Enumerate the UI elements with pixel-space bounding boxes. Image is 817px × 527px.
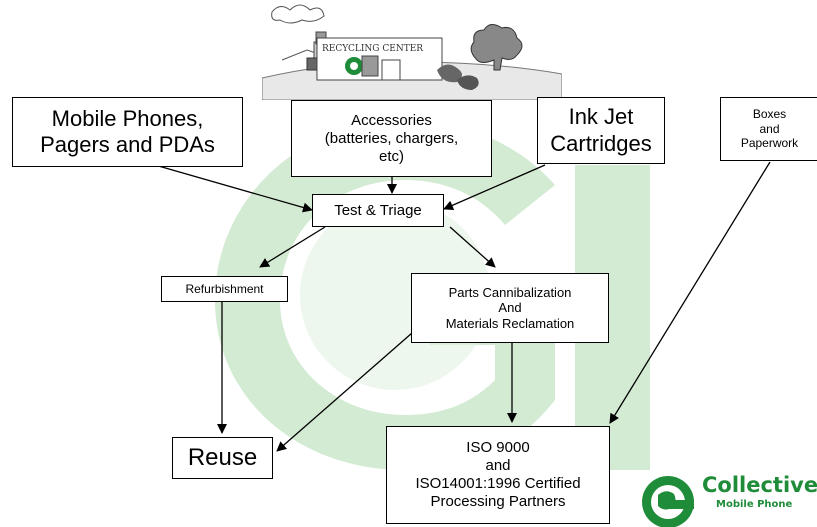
arrow-triage-to-parts bbox=[449, 226, 496, 268]
arrow-triage-to-refurbishment bbox=[259, 226, 326, 268]
node-test-triage-label: Test & Triage bbox=[334, 201, 422, 219]
arrow-parts-to-reuse bbox=[276, 332, 413, 452]
node-boxes-paperwork-label: Boxes and Paperwork bbox=[740, 107, 799, 151]
node-mobile-phones-label: Mobile Phones, Pagers and PDAs bbox=[40, 105, 215, 157]
node-refurbishment: Refurbishment bbox=[161, 276, 288, 302]
collective-g-icon bbox=[642, 476, 694, 527]
node-reuse: Reuse bbox=[172, 437, 273, 479]
brand-subtitle: Mobile Phone bbox=[716, 499, 793, 510]
node-ink-jet-label: Ink Jet Cartridges bbox=[550, 104, 652, 156]
node-reuse-label: Reuse bbox=[187, 443, 258, 471]
node-ink-jet: Ink Jet Cartridges bbox=[537, 97, 665, 164]
node-mobile-phones: Mobile Phones, Pagers and PDAs bbox=[12, 97, 243, 167]
node-accessories: Accessories (batteries, chargers, etc) bbox=[291, 100, 492, 177]
node-parts-cannibalization-label: Parts Cannibalization And Materials Recl… bbox=[445, 284, 575, 331]
brand-name: Collective bbox=[702, 473, 817, 497]
node-refurbishment-label: Refurbishment bbox=[185, 281, 264, 296]
node-test-triage: Test & Triage bbox=[312, 194, 444, 227]
node-accessories-label: Accessories (batteries, chargers, etc) bbox=[324, 111, 459, 165]
node-parts-cannibalization: Parts Cannibalization And Materials Recl… bbox=[411, 273, 609, 343]
arrow-boxes-to-iso bbox=[609, 161, 771, 424]
collective-logo: Collective Mobile Phone bbox=[628, 470, 817, 527]
node-boxes-paperwork: Boxes and Paperwork bbox=[720, 97, 817, 161]
recycling-center-illustration: RECYCLING CENTER bbox=[262, 4, 562, 100]
arrow-inkjet-to-triage bbox=[443, 164, 546, 210]
arrow-mobile-to-triage bbox=[154, 164, 313, 213]
recycling-center-sign: RECYCLING CENTER bbox=[322, 44, 423, 54]
node-iso-partners: ISO 9000 and ISO14001:1996 Certified Pro… bbox=[386, 426, 610, 524]
node-iso-partners-label: ISO 9000 and ISO14001:1996 Certified Pro… bbox=[415, 439, 581, 510]
